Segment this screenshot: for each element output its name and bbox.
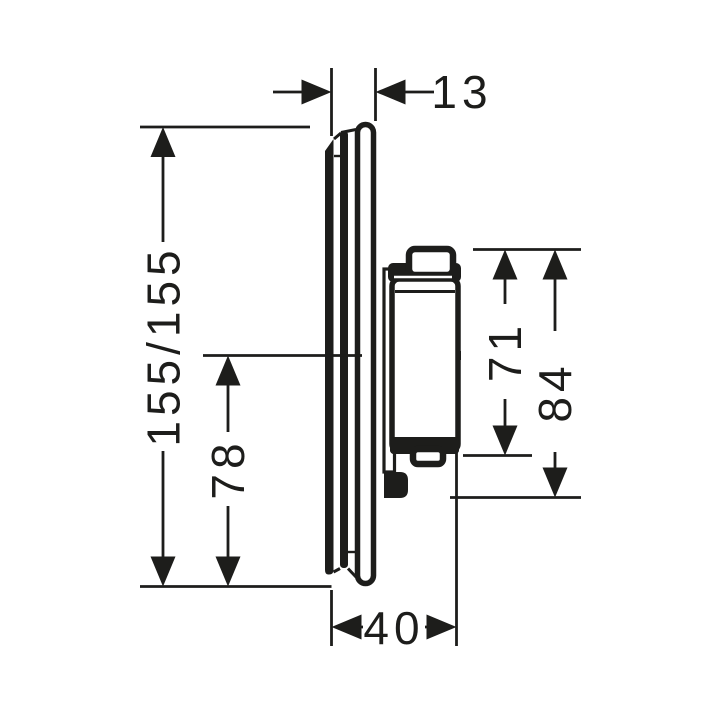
- arrowhead: [301, 79, 332, 105]
- plate-connector-lines: [332, 128, 358, 579]
- dim-overall-span: 84: [450, 249, 581, 499]
- arrowhead: [375, 79, 406, 105]
- plate-outline: [354, 121, 377, 587]
- bottom-stub: [409, 445, 447, 468]
- dimension-label: 155/155: [138, 245, 190, 446]
- arrowhead: [150, 127, 176, 157]
- dim-lower-center-height: 78: [202, 354, 362, 587]
- arrowhead: [542, 467, 568, 498]
- dim-body-span: 71: [463, 248, 581, 457]
- arrowhead: [215, 556, 241, 587]
- dimension-label: 78: [202, 438, 254, 499]
- dim-plate-thickness: 13: [273, 66, 492, 136]
- arrowhead: [426, 614, 457, 640]
- dimension-label: 84: [529, 361, 581, 422]
- plate-middle-edge: [340, 131, 348, 568]
- arrowhead: [492, 249, 518, 280]
- arrowhead: [150, 556, 176, 587]
- cartridge-knob: [405, 245, 457, 279]
- arrowhead: [492, 425, 518, 456]
- dim-plate-size: 155/155: [138, 125, 332, 588]
- cartridge-body: [389, 276, 461, 454]
- fixture-side-profile: [325, 121, 461, 587]
- dimension-annotations: 13 155/155: [138, 66, 581, 654]
- dimension-label: 40: [363, 602, 424, 654]
- dimension-label: 13: [431, 66, 492, 118]
- arrowhead: [215, 355, 241, 386]
- dim-depth: 40: [330, 453, 458, 654]
- dimension-label: 71: [479, 321, 531, 382]
- arrowhead: [331, 614, 362, 640]
- bracket-foot: [384, 472, 408, 498]
- arrowhead: [542, 249, 568, 280]
